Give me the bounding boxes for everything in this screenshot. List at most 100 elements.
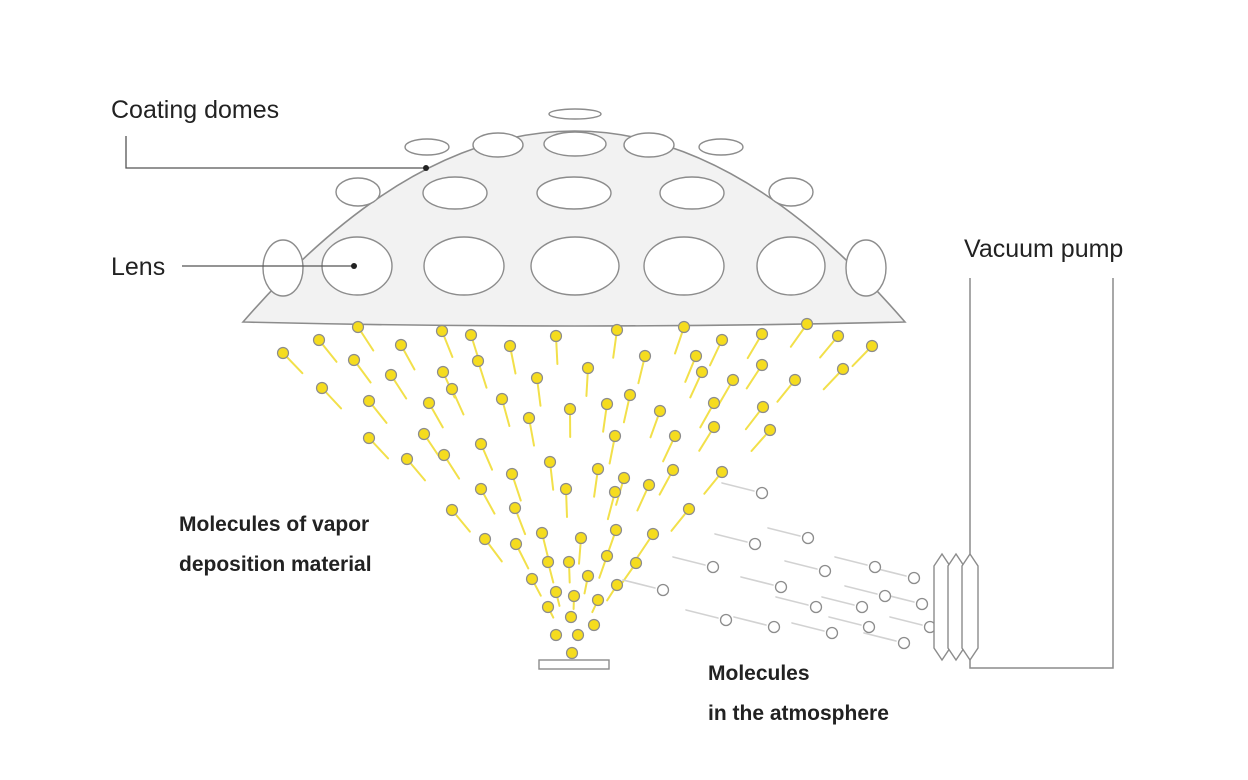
atmosphere-trail (721, 482, 755, 492)
atmosphere-trail (821, 596, 855, 606)
vapor-molecule (505, 467, 519, 481)
atmosphere-trail (672, 556, 706, 566)
vapor-molecule (276, 346, 290, 360)
vapor-molecule (495, 392, 509, 406)
vapor-molecule (351, 320, 365, 334)
vapor-molecule (509, 537, 523, 551)
vapor-molecule (763, 423, 777, 437)
lens-hole (404, 138, 450, 156)
atmosphere-molecule (656, 583, 670, 597)
lens-hole (698, 138, 744, 156)
dome-shape (241, 130, 907, 327)
vapor-molecule (559, 482, 573, 496)
vapor-molecule (608, 485, 622, 499)
atmosphere-molecule (767, 620, 781, 634)
lens-hole (845, 239, 887, 297)
atmosphere-molecule (897, 636, 911, 650)
atmosphere-trail (863, 632, 897, 642)
atmosphere-molecule (801, 531, 815, 545)
vapor-molecule (689, 349, 703, 363)
atmosphere-molecule (825, 626, 839, 640)
vapor-molecule (530, 371, 544, 385)
lens-hole (548, 108, 602, 120)
vapor-molecule (800, 317, 814, 331)
vapor-molecule (571, 628, 585, 642)
vapor-molecule (865, 339, 879, 353)
vapor-molecule (508, 501, 522, 515)
vapor-molecule (788, 373, 802, 387)
atmosphere-trail (828, 616, 862, 626)
vapor-molecule (666, 463, 680, 477)
vapor-molecule (581, 361, 595, 375)
evaporation-source (538, 659, 610, 670)
atmosphere-molecule (907, 571, 921, 585)
lens-hole (422, 176, 488, 210)
lens-hole (623, 132, 675, 158)
vapor-molecule (608, 429, 622, 443)
vacuum-pump (933, 278, 1114, 669)
atmosphere-trail (767, 527, 801, 537)
lens-hole (536, 176, 612, 210)
atmosphere-molecule (868, 560, 882, 574)
vapor-molecule (525, 572, 539, 586)
atmosphere-trail (844, 585, 878, 595)
vapor-molecule (756, 400, 770, 414)
vapor-molecule (715, 465, 729, 479)
vapor-molecule (755, 358, 769, 372)
atmosphere-trail (889, 616, 923, 626)
vapor-molecule (600, 549, 614, 563)
atmosphere-trail (791, 622, 825, 632)
lens-label: Lens (111, 253, 165, 281)
vapor-molecule (629, 556, 643, 570)
vapor-molecule (638, 349, 652, 363)
vapor-molecule (535, 526, 549, 540)
vapor-molecule (707, 396, 721, 410)
vapor-molecule (384, 368, 398, 382)
vapor-molecule (445, 382, 459, 396)
lens-hole (643, 236, 725, 296)
vapor-molecule (707, 420, 721, 434)
vapor-molecule (600, 397, 614, 411)
lens-hole (659, 176, 725, 210)
atmosphere-trail (775, 596, 809, 606)
vapor-molecule (623, 388, 637, 402)
coating-dome (241, 108, 907, 327)
vapor-molecule (549, 628, 563, 642)
vapor-molecule (549, 585, 563, 599)
atmosphere-molecule (818, 564, 832, 578)
vapor-molecule (567, 589, 581, 603)
vapor-molecule (549, 329, 563, 343)
vapor-molecule (726, 373, 740, 387)
lens-hole (768, 177, 814, 207)
atmosphere-trail (733, 616, 767, 626)
vapor-molecule (755, 327, 769, 341)
vapor-molecule (478, 532, 492, 546)
vapor-molecule (436, 365, 450, 379)
vapor-molecule (474, 437, 488, 451)
vapor-molecules (276, 317, 879, 660)
vapor-molecule (836, 362, 850, 376)
vapor-molecule (503, 339, 517, 353)
vapor-molecule (609, 523, 623, 537)
vapor-molecule (591, 593, 605, 607)
lens-hole (262, 239, 304, 297)
pump-filter (933, 552, 979, 662)
leader-lines (125, 136, 429, 269)
vapor-molecule (347, 353, 361, 367)
vapor-molecule (646, 527, 660, 541)
vapor-molecule (565, 646, 579, 660)
atmosphere-molecule (774, 580, 788, 594)
vapor-molecule (642, 478, 656, 492)
vapor-molecule (653, 404, 667, 418)
vapor-molecule (400, 452, 414, 466)
vapor-molecule (522, 411, 536, 425)
vapor-molecule (445, 503, 459, 517)
vapor-molecule (610, 323, 624, 337)
atmosphere-molecule (748, 537, 762, 551)
coating-domes-leader-dot (423, 165, 429, 171)
vapor-molecule (562, 555, 576, 569)
vapor-molecule (587, 618, 601, 632)
vapor-molecule (677, 320, 691, 334)
vapor-molecule (362, 431, 376, 445)
vapor-molecule (474, 482, 488, 496)
